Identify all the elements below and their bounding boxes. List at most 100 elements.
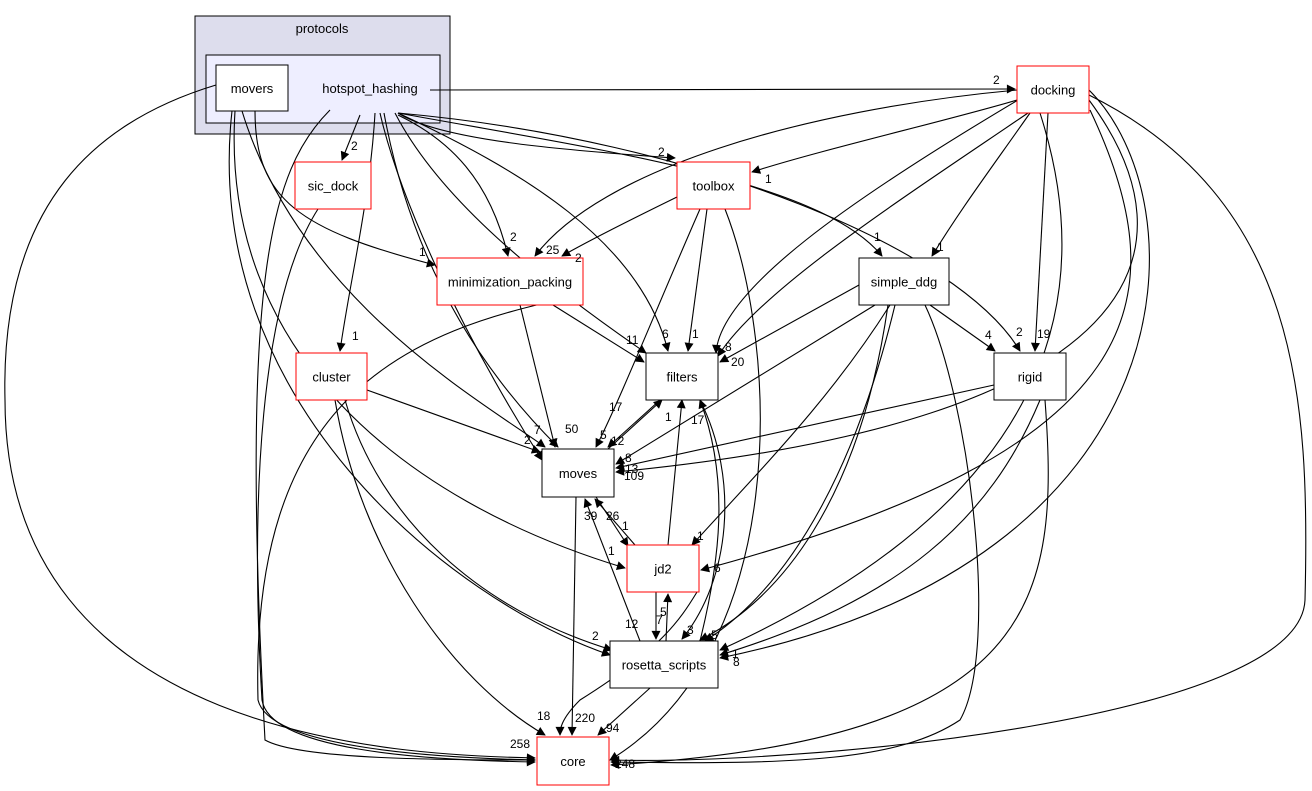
edge-label[interactable]: 1	[697, 529, 704, 543]
edge-label[interactable]: 11	[626, 333, 639, 347]
edge-label[interactable]: 94	[606, 721, 620, 735]
edge-label[interactable]: 18	[537, 709, 551, 723]
edge-moves-core[interactable]	[567, 496, 577, 736]
node-filters[interactable]: filters	[645, 352, 719, 401]
dependency-edge[interactable]	[712, 99, 1019, 354]
edge-label[interactable]: 1	[937, 240, 944, 254]
node-moves[interactable]: moves	[541, 448, 615, 498]
edge-label[interactable]: 1	[765, 172, 772, 186]
edge-docking-simpleddg[interactable]	[931, 112, 1031, 257]
edge-simpleddg-rs[interactable]	[699, 304, 889, 641]
edge-docking-toolbox[interactable]	[751, 99, 1018, 174]
edge-label[interactable]: 12	[611, 434, 625, 448]
edge-label[interactable]: 1	[732, 647, 739, 661]
edge-rs-core[interactable]	[597, 687, 651, 736]
edge-rs-jd2[interactable]	[663, 593, 673, 642]
edge-label[interactable]: 17	[609, 400, 623, 414]
edge-label[interactable]: 8	[725, 340, 732, 354]
node-toolbox[interactable]: toolbox	[676, 161, 751, 210]
dependency-edge[interactable]	[610, 399, 1049, 770]
edge-toolbox-filters[interactable]	[684, 208, 708, 352]
edge-docking-minpack[interactable]	[534, 89, 1018, 257]
edge-cluster-core[interactable]	[334, 399, 546, 736]
edge-rigid-moves[interactable]	[615, 384, 995, 471]
edge-label[interactable]: 220	[575, 711, 595, 725]
node-sic-dock[interactable]: sic_dock	[294, 161, 372, 210]
edge-label[interactable]: 2	[575, 251, 582, 265]
edge-jd2-filters[interactable]	[667, 399, 686, 546]
node-movers[interactable]: movers	[215, 64, 289, 112]
edge-movers-core[interactable]	[4, 84, 536, 763]
edge-docking-rigid[interactable]	[1030, 112, 1049, 352]
edge-label[interactable]: 13	[625, 462, 639, 476]
edge-label[interactable]: 109	[624, 469, 644, 483]
edge-label[interactable]: 6	[662, 327, 669, 341]
dependency-edge[interactable]	[555, 591, 698, 736]
edge-label[interactable]: 7	[534, 423, 541, 437]
edge-movers-jd2[interactable]	[233, 110, 626, 570]
edge-label[interactable]: 26	[606, 509, 620, 523]
dependency-edge[interactable]	[383, 112, 559, 448]
edge-label[interactable]: 2	[993, 73, 1000, 87]
edge-simpleddg-rigid[interactable]	[929, 304, 996, 352]
edge-label[interactable]: 8	[625, 451, 632, 465]
edge-hh-filters[interactable]	[397, 112, 671, 352]
dependency-edge[interactable]	[257, 208, 536, 767]
edge-label[interactable]: 5	[711, 628, 718, 642]
edge-label[interactable]: 50	[565, 422, 579, 436]
edge-simpleddg-filters[interactable]	[719, 284, 860, 363]
edge-rigid-rs[interactable]	[719, 399, 1041, 657]
dependency-edge[interactable]	[394, 112, 647, 354]
edge-simpleddg-jd2[interactable]	[691, 304, 891, 546]
edge-simpleddg-moves[interactable]	[615, 304, 876, 465]
edge-label[interactable]: 4	[985, 328, 992, 342]
edge-label[interactable]: 2	[351, 139, 358, 153]
edge-rs-moves[interactable]	[583, 498, 641, 642]
edge-rs-filters[interactable]	[698, 399, 720, 642]
edge-label[interactable]: 20	[731, 355, 745, 369]
edge-minpack-filters[interactable]	[552, 304, 645, 363]
edge-label[interactable]: 1	[692, 327, 699, 341]
edge-label[interactable]: 6	[714, 561, 721, 575]
edge-toolbox-minpack[interactable]	[561, 196, 678, 257]
edge-hh-sicdock[interactable]	[340, 114, 361, 161]
edge-filters-rs[interactable]	[681, 399, 726, 640]
edge-right-core[interactable]	[610, 94, 1307, 765]
edge-label[interactable]: 2	[1016, 325, 1023, 339]
edge-label[interactable]: 2	[592, 629, 599, 643]
edge-label[interactable]: 19	[1037, 327, 1051, 341]
node-jd2[interactable]: jd2	[626, 544, 700, 593]
node-docking[interactable]: docking	[1016, 65, 1090, 114]
edge-label[interactable]: 2	[510, 230, 517, 244]
edge-label[interactable]: 17	[691, 413, 705, 427]
node-cluster[interactable]: cluster	[295, 352, 368, 401]
edge-label[interactable]: 2	[658, 145, 665, 159]
edge-label[interactable]: 3	[687, 623, 694, 637]
dependency-edge[interactable]	[257, 294, 584, 765]
node-rigid[interactable]: rigid	[993, 352, 1067, 401]
edge-label[interactable]: 7	[656, 613, 663, 627]
edge-label[interactable]: 12	[625, 617, 639, 631]
edge-hh-cluster[interactable]	[336, 112, 376, 352]
edge-label[interactable]: 8	[733, 655, 740, 669]
node-simple-ddg[interactable]: simple_ddg	[858, 257, 950, 306]
edge-filters-moves[interactable]	[607, 399, 661, 448]
edge-movers-moves[interactable]	[241, 110, 546, 448]
edge-label[interactable]: 1	[419, 245, 426, 259]
edge-moves-filters[interactable]	[607, 399, 663, 450]
edge-docking-filters[interactable]	[717, 112, 1029, 357]
node-rosetta-scripts[interactable]: rosetta_scripts	[609, 640, 719, 689]
edge-label[interactable]: 25	[546, 243, 560, 257]
edge-label[interactable]: 1	[352, 329, 359, 343]
dependency-edge[interactable]	[609, 208, 761, 761]
edge-label[interactable]: 258	[510, 737, 530, 751]
edge-minpack-moves[interactable]	[519, 304, 558, 448]
edge-cluster-rs[interactable]	[344, 399, 613, 652]
edge-label[interactable]: 1	[874, 230, 881, 244]
edge-cluster-moves[interactable]	[366, 389, 541, 454]
edge-label[interactable]: 248	[615, 757, 635, 771]
dependency-edge[interactable]	[704, 304, 896, 642]
edge-label[interactable]: 5	[600, 428, 607, 442]
edge-label[interactable]: 39	[584, 509, 598, 523]
edge-hh-simpleddg[interactable]	[397, 112, 883, 257]
